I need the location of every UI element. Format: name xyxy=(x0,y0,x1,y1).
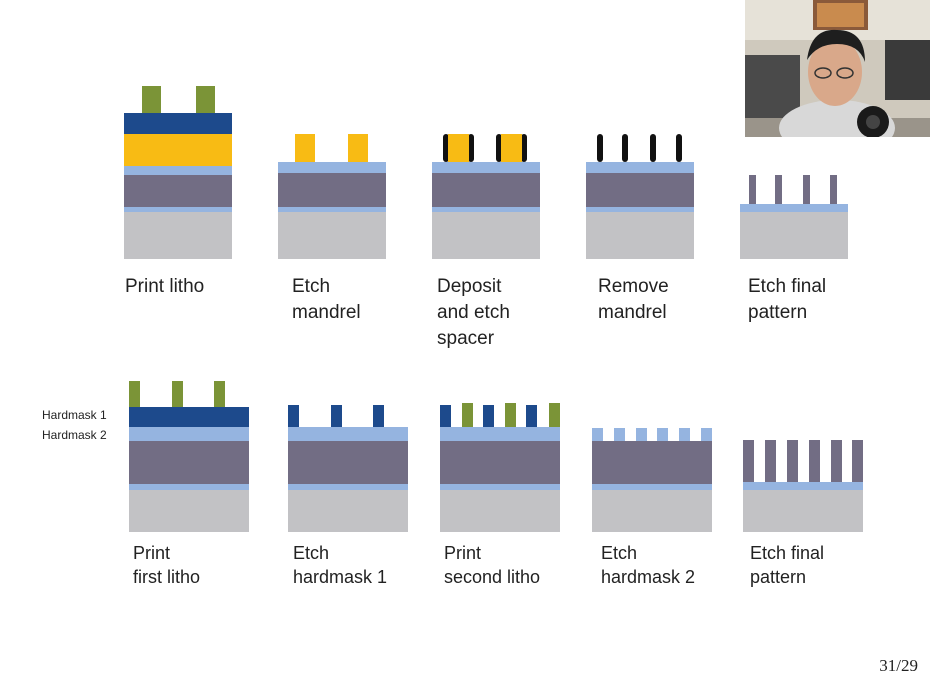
top4-spacer-3 xyxy=(676,134,682,162)
presenter-webcam-icon xyxy=(745,0,930,137)
bot1-hardmask-1 xyxy=(129,407,249,427)
caption-etch-mandrel: Etch mandrel xyxy=(292,276,361,323)
top1-resist-1 xyxy=(142,86,161,113)
bot3-thin-layer xyxy=(440,484,560,490)
top1-resist-2 xyxy=(196,86,215,113)
bot3-substrate xyxy=(440,490,560,532)
bot2-hm1-1 xyxy=(331,405,342,427)
bot4-hm2-2 xyxy=(636,428,647,441)
top1-thin-layer xyxy=(124,207,232,212)
bot5-thin-layer xyxy=(743,482,863,490)
bot4-thin-layer xyxy=(592,484,712,490)
top4-stack xyxy=(586,173,694,207)
caption-print-second-litho: Print second litho xyxy=(444,543,541,587)
bot1-resist-1 xyxy=(172,381,183,407)
top4-thin-layer xyxy=(586,207,694,212)
top5-line-3 xyxy=(830,175,837,204)
top4-substrate xyxy=(586,212,694,259)
bot1-resist-0 xyxy=(129,381,140,407)
bot1-thin-layer xyxy=(129,484,249,490)
caption-etch-hardmask-2: Etch hardmask 2 xyxy=(601,543,696,587)
bot4-stack xyxy=(592,441,712,484)
caption-deposit-etch-spacer: Deposit and etch spacer xyxy=(437,276,510,349)
bot4-hm2-1 xyxy=(614,428,625,441)
top1-blue-strip xyxy=(124,166,232,175)
bot5-line-3 xyxy=(809,440,820,482)
top1-hardmask xyxy=(124,113,232,134)
top5-line-2 xyxy=(803,175,810,204)
bot2-stack xyxy=(288,441,408,484)
bot5-line-4 xyxy=(831,440,842,482)
bot4-hm2-4 xyxy=(679,428,690,441)
bot5-line-5 xyxy=(852,440,863,482)
top3-substrate xyxy=(432,212,540,259)
caption-etch-final-pattern-bottom: Etch final pattern xyxy=(750,543,825,587)
caption-print-litho: Print litho xyxy=(125,276,205,297)
bot1-hardmask-2 xyxy=(129,427,249,441)
caption-etch-final-pattern-top: Etch final pattern xyxy=(748,276,827,323)
top3-blue-strip xyxy=(432,162,540,173)
bot3-stack xyxy=(440,441,560,484)
top3-stack xyxy=(432,173,540,207)
top3-mandrel-1 xyxy=(501,134,522,162)
top5-substrate xyxy=(740,212,848,259)
bot3-hardmask-2 xyxy=(440,427,560,441)
bot1-resist-2 xyxy=(214,381,225,407)
top2-blue-strip xyxy=(278,162,386,173)
top5-blue-strip xyxy=(740,204,848,212)
bot1-stack xyxy=(129,441,249,484)
top3-thin-layer xyxy=(432,207,540,212)
top3-spacer-left-1 xyxy=(496,134,502,162)
top3-spacer-right-1 xyxy=(521,134,527,162)
label-hardmask-2: Hardmask 2 xyxy=(42,428,107,442)
top1-stack xyxy=(124,175,232,207)
top1-substrate xyxy=(124,212,232,259)
bot3-hm1-1 xyxy=(483,405,494,427)
bot5-line-0 xyxy=(743,440,754,482)
bot5-line-1 xyxy=(765,440,776,482)
label-hardmask-1: Hardmask 1 xyxy=(42,408,107,422)
bot3-resist-0 xyxy=(462,403,473,427)
bot1-substrate xyxy=(129,490,249,532)
bot3-resist-1 xyxy=(505,403,516,427)
top4-blue-strip xyxy=(586,162,694,173)
top4-spacer-2 xyxy=(650,134,656,162)
caption-remove-mandrel: Remove mandrel xyxy=(598,276,669,323)
bot2-hardmask-2 xyxy=(288,427,408,441)
bot4-substrate xyxy=(592,490,712,532)
top3-mandrel-0 xyxy=(448,134,469,162)
top3-spacer-right-0 xyxy=(468,134,474,162)
top2-mandrel-1 xyxy=(295,134,315,162)
bot2-thin-layer xyxy=(288,484,408,490)
top4-spacer-1 xyxy=(622,134,628,162)
top5-line-0 xyxy=(749,175,756,204)
bot4-hm2-0 xyxy=(592,428,603,441)
bot4-hm2-5 xyxy=(701,428,712,441)
bot2-hm1-0 xyxy=(288,405,299,427)
top4-spacer-0 xyxy=(597,134,603,162)
top5-line-1 xyxy=(775,175,782,204)
bot2-substrate xyxy=(288,490,408,532)
top3-spacer-left-0 xyxy=(443,134,449,162)
bot4-hm2-3 xyxy=(657,428,668,441)
top2-stack xyxy=(278,173,386,207)
top1-mandrel-layer xyxy=(124,134,232,166)
top2-substrate xyxy=(278,212,386,259)
caption-etch-hardmask-1: Etch hardmask 1 xyxy=(293,543,388,587)
bot3-resist-2 xyxy=(549,403,560,427)
bot5-substrate xyxy=(743,490,863,532)
caption-print-first-litho: Print first litho xyxy=(133,543,201,587)
top2-mandrel-2 xyxy=(348,134,368,162)
page-number: 31/29 xyxy=(879,656,918,675)
top2-thin-layer xyxy=(278,207,386,212)
bot3-hm1-2 xyxy=(526,405,537,427)
bot2-hm1-2 xyxy=(373,405,384,427)
bot5-line-2 xyxy=(787,440,798,482)
bot3-hm1-0 xyxy=(440,405,451,427)
